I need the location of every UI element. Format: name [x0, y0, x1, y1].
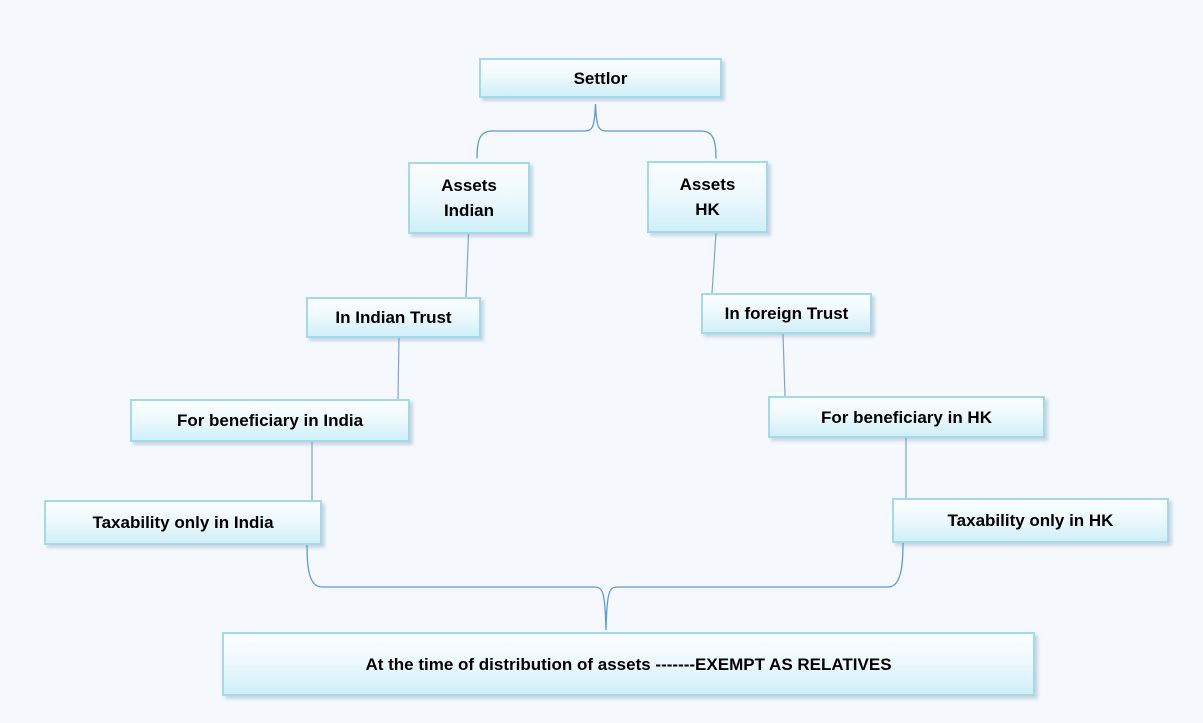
- node-settlor: Settlor: [479, 58, 722, 98]
- node-beneficiary-hk: For beneficiary in HK: [768, 396, 1045, 438]
- node-in-indian-trust: In Indian Trust: [306, 297, 481, 338]
- node-assets-indian: Assets Indian: [408, 162, 530, 234]
- edge-assets-indian-to-indian-trust: [465, 233, 470, 298]
- node-assets-hk: Assets HK: [647, 161, 768, 233]
- edge-assets-hk-to-foreign-trust: [711, 232, 717, 294]
- edge-foreign-trust-to-beneficiary-hk: [782, 333, 786, 397]
- brace-settlor-to-assets: [476, 103, 717, 159]
- node-taxability-hk: Taxability only in HK: [892, 498, 1169, 543]
- node-distribution-exempt: At the time of distribution of assets --…: [222, 632, 1035, 696]
- node-beneficiary-india: For beneficiary in India: [130, 399, 410, 442]
- brace-taxability-to-distribution: [306, 542, 904, 631]
- edge-indian-trust-to-beneficiary-india: [397, 337, 400, 400]
- node-in-foreign-trust: In foreign Trust: [701, 293, 872, 334]
- node-taxability-india: Taxability only in India: [44, 500, 322, 545]
